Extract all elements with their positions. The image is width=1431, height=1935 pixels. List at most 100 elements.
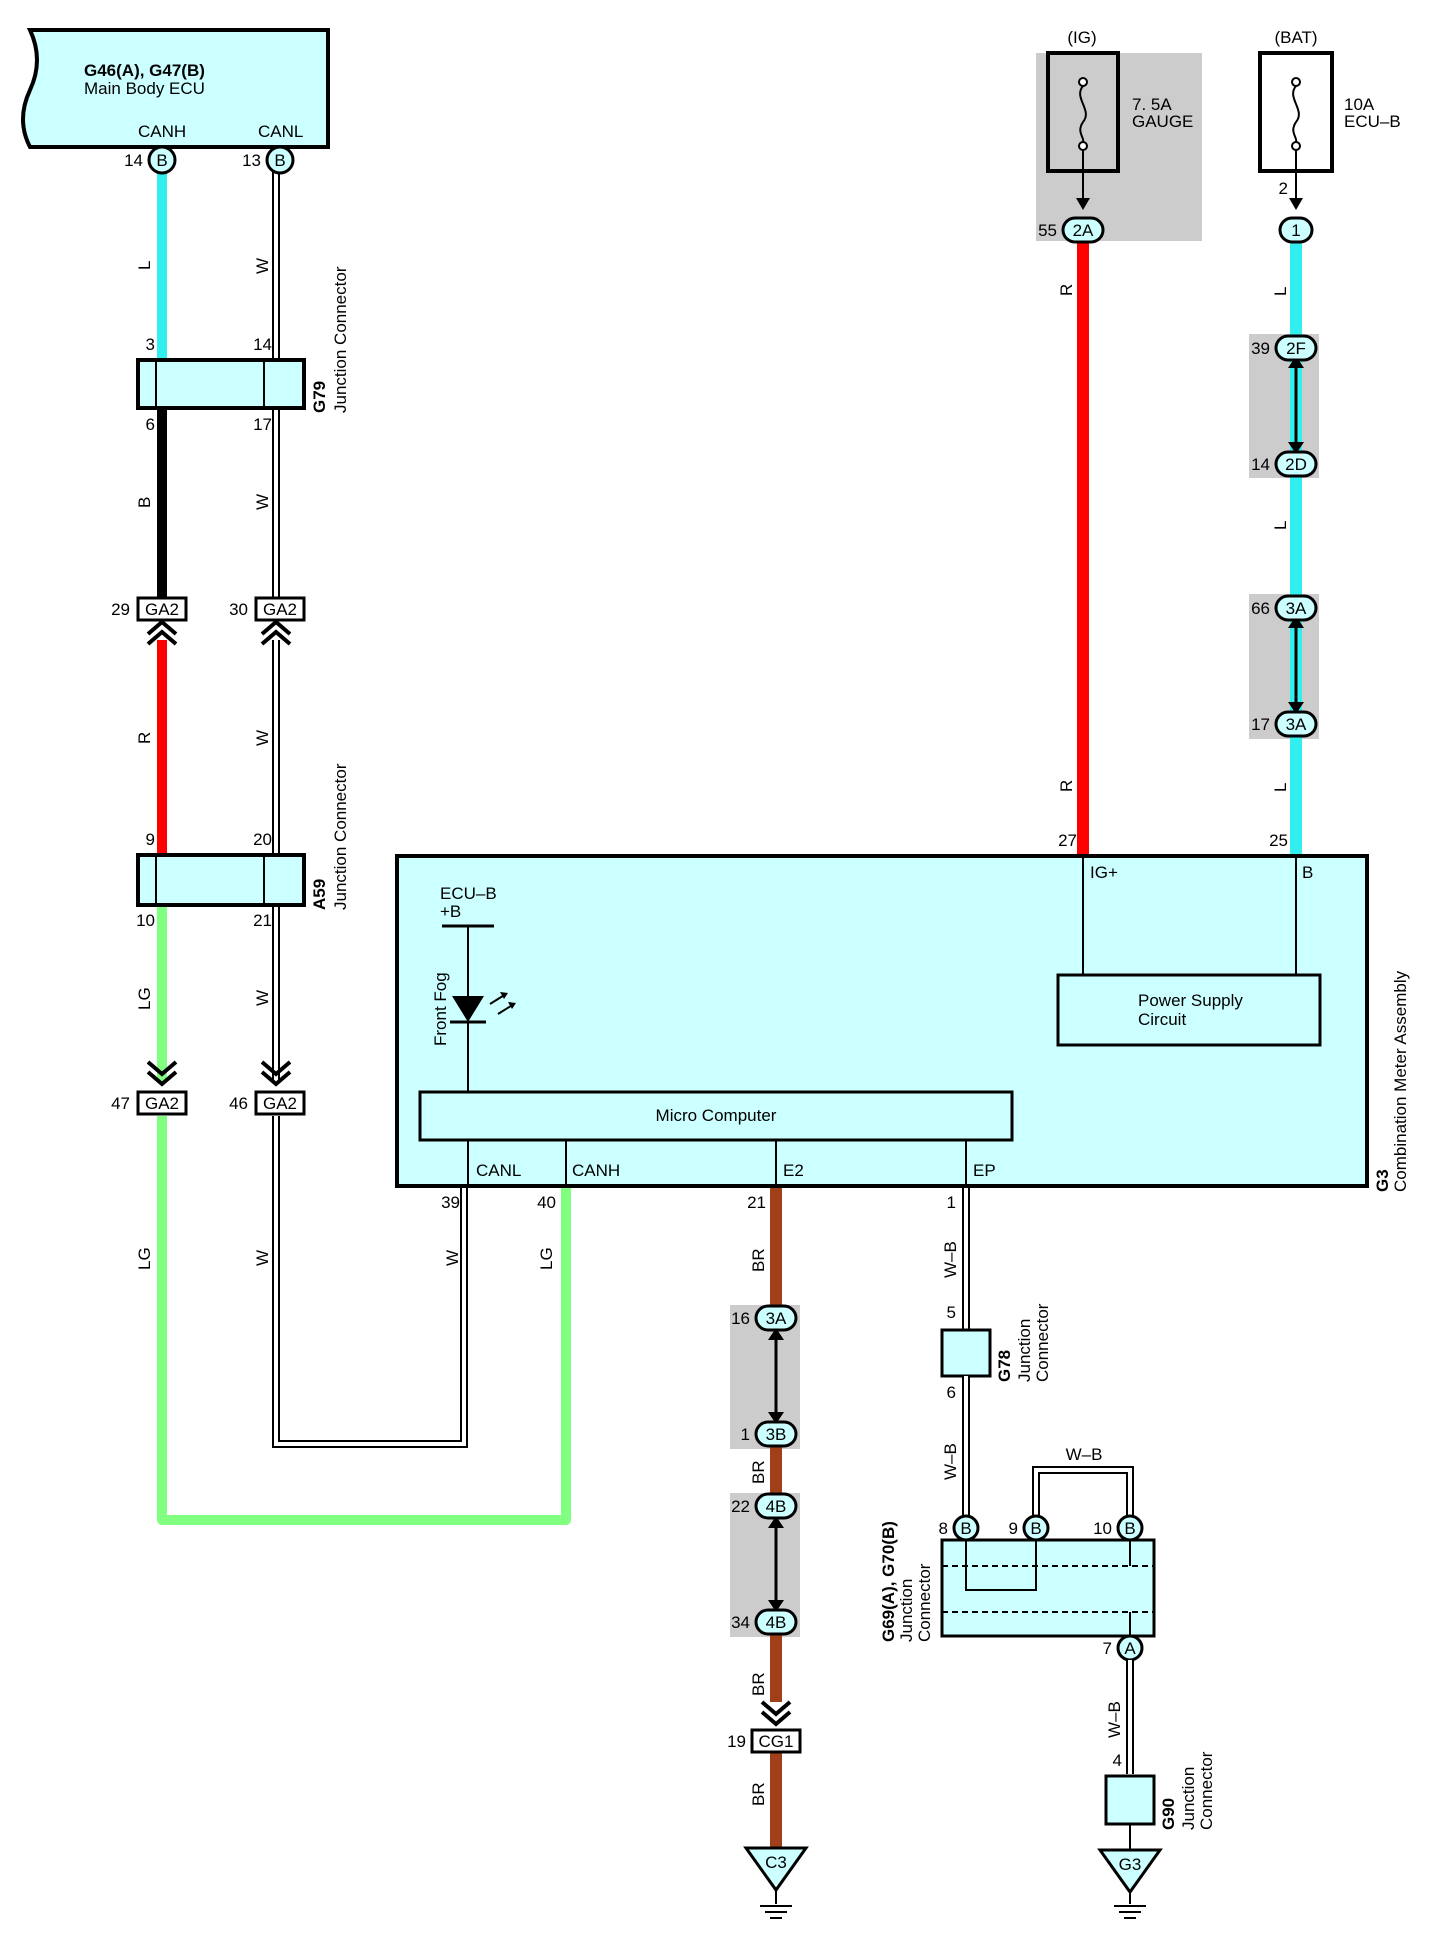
ecu-pin-14: 14 <box>124 151 143 170</box>
pin-19: 19 <box>727 1732 746 1751</box>
svg-text:GA2: GA2 <box>263 600 297 619</box>
svg-text:B: B <box>1124 1519 1135 1538</box>
g79-pin-17: 17 <box>253 415 272 434</box>
svg-text:3A: 3A <box>1286 715 1307 734</box>
fuse-bat-name: ECU–B <box>1344 112 1401 131</box>
front-fog-led-icon <box>450 992 516 1024</box>
g78-pin-6: 6 <box>947 1383 956 1402</box>
fuse-ig-rating: 7. 5A <box>1132 95 1172 114</box>
ga2-connector-46 <box>254 1090 306 1116</box>
g79-id: G79 <box>310 381 329 413</box>
g69-pin-7: 7 <box>1103 1639 1112 1658</box>
wire-label-w-3: W <box>253 730 272 746</box>
g79-pin-3: 3 <box>146 335 155 354</box>
g69-pin-10-conn: B <box>1116 1514 1144 1542</box>
fuse-ig-icon <box>1078 77 1088 151</box>
g78-name-2: Connector <box>1033 1303 1052 1382</box>
g90-junction-connector <box>1104 1774 1156 1826</box>
meter-pin-27: 27 <box>1058 831 1077 850</box>
a59-pin-9: 9 <box>146 830 155 849</box>
g90-name-2: Connector <box>1197 1751 1216 1830</box>
g79-pin-14: 14 <box>253 335 272 354</box>
connector-3a-17: 3A <box>1274 710 1318 738</box>
wire-label-lg-3: LG <box>537 1247 556 1270</box>
svg-text:GA2: GA2 <box>145 1094 179 1113</box>
wire-label-wb-3: W–B <box>1066 1445 1103 1464</box>
svg-text:4B: 4B <box>766 1497 787 1516</box>
svg-text:GA2: GA2 <box>263 1094 297 1113</box>
wire-label-l-4: L <box>1271 783 1290 792</box>
g69-name-1: Junction <box>897 1579 916 1642</box>
wire-label-l-1: L <box>135 261 154 270</box>
wire-label-w-1: W <box>253 258 272 274</box>
wire-label-r-3: R <box>1057 780 1076 792</box>
fuse-bat-supply: (BAT) <box>1274 28 1317 47</box>
pin-16: 16 <box>731 1309 750 1328</box>
cg1-connector <box>750 1728 802 1754</box>
g69-g70-junction-connector <box>940 1538 1156 1638</box>
connector-4b-22: 4B <box>754 1492 798 1520</box>
a59-pin-10: 10 <box>136 911 155 930</box>
g90-name-1: Junction <box>1179 1767 1198 1830</box>
front-fog-label: Front Fog <box>431 972 450 1046</box>
power-supply-label-1: Power Supply <box>1138 991 1243 1010</box>
connector-3a-16: 3A <box>754 1304 798 1332</box>
wire-label-lg-2: LG <box>135 1247 154 1270</box>
g69-name-2: Connector <box>915 1563 934 1642</box>
ecu-pin-canl: B <box>265 145 295 175</box>
fuse-bat-icon <box>1291 77 1301 151</box>
wire-label-lg-1: LG <box>135 987 154 1010</box>
splice-2f-2d-arrow-icon <box>1288 356 1304 454</box>
wire-label-w-5: W <box>253 1250 272 1266</box>
micro-computer <box>418 1090 1014 1142</box>
g79-pin-6: 6 <box>146 415 155 434</box>
g78-pin-5: 5 <box>947 1303 956 1322</box>
meter-ig-plus-label: IG+ <box>1090 863 1118 882</box>
splice-3a-arrow-icon <box>1288 616 1304 714</box>
g79-name: Junction Connector <box>331 266 350 413</box>
ga2-pin-29: 29 <box>111 600 130 619</box>
power-supply-label-2: Circuit <box>1138 1010 1186 1029</box>
ig-connector-2a: 2A <box>1061 216 1105 244</box>
ga2-pin-30: 30 <box>229 600 248 619</box>
wire-label-br-3: BR <box>749 1672 768 1696</box>
a59-pin-21: 21 <box>253 911 272 930</box>
connector-4b-34: 4B <box>754 1608 798 1636</box>
svg-text:A: A <box>1124 1639 1136 1658</box>
ga2-30-chevron-icon <box>260 619 292 646</box>
ga2-pin-47: 47 <box>111 1094 130 1113</box>
meter-canh-label: CANH <box>572 1161 620 1180</box>
wire-label-w-2: W <box>253 494 272 510</box>
g69-pin-8: 8 <box>939 1519 948 1538</box>
connector-2d: 2D <box>1274 450 1318 478</box>
ga2-29-chevron-icon <box>146 619 178 646</box>
pin-39: 39 <box>1251 339 1270 358</box>
meter-name: Combination Meter Assembly <box>1391 970 1410 1192</box>
bat-connector-1: 1 <box>1278 216 1314 244</box>
svg-text:2D: 2D <box>1285 455 1307 474</box>
wire-label-r-2: R <box>1057 284 1076 296</box>
ecu-canl-label: CANL <box>258 122 303 141</box>
a59-id: A59 <box>310 879 329 910</box>
svg-text:1: 1 <box>1291 221 1300 240</box>
ecu-pin-13: 13 <box>242 151 261 170</box>
wire-label-r-1: R <box>135 732 154 744</box>
wire-label-br-4: BR <box>749 1782 768 1806</box>
wire-w-loop-canl <box>272 1116 468 1448</box>
svg-text:B: B <box>274 151 285 170</box>
g90-id: G90 <box>1159 1798 1178 1830</box>
pin-34: 34 <box>731 1613 750 1632</box>
ground-g3-label: G3 <box>1119 1855 1142 1874</box>
svg-text:CG1: CG1 <box>759 1732 794 1751</box>
svg-text:2A: 2A <box>1073 221 1094 240</box>
wire-label-w-4: W <box>253 990 272 1006</box>
svg-text:4B: 4B <box>766 1613 787 1632</box>
wire-label-br-2: BR <box>749 1460 768 1484</box>
pin-22: 22 <box>731 1497 750 1516</box>
meter-ep-label: EP <box>973 1161 996 1180</box>
bat-pin-2: 2 <box>1279 179 1288 198</box>
micro-computer-label: Micro Computer <box>656 1106 777 1125</box>
meter-pin-25: 25 <box>1269 831 1288 850</box>
ecu-b-label-1: ECU–B <box>440 884 497 903</box>
svg-text:B: B <box>1030 1519 1041 1538</box>
